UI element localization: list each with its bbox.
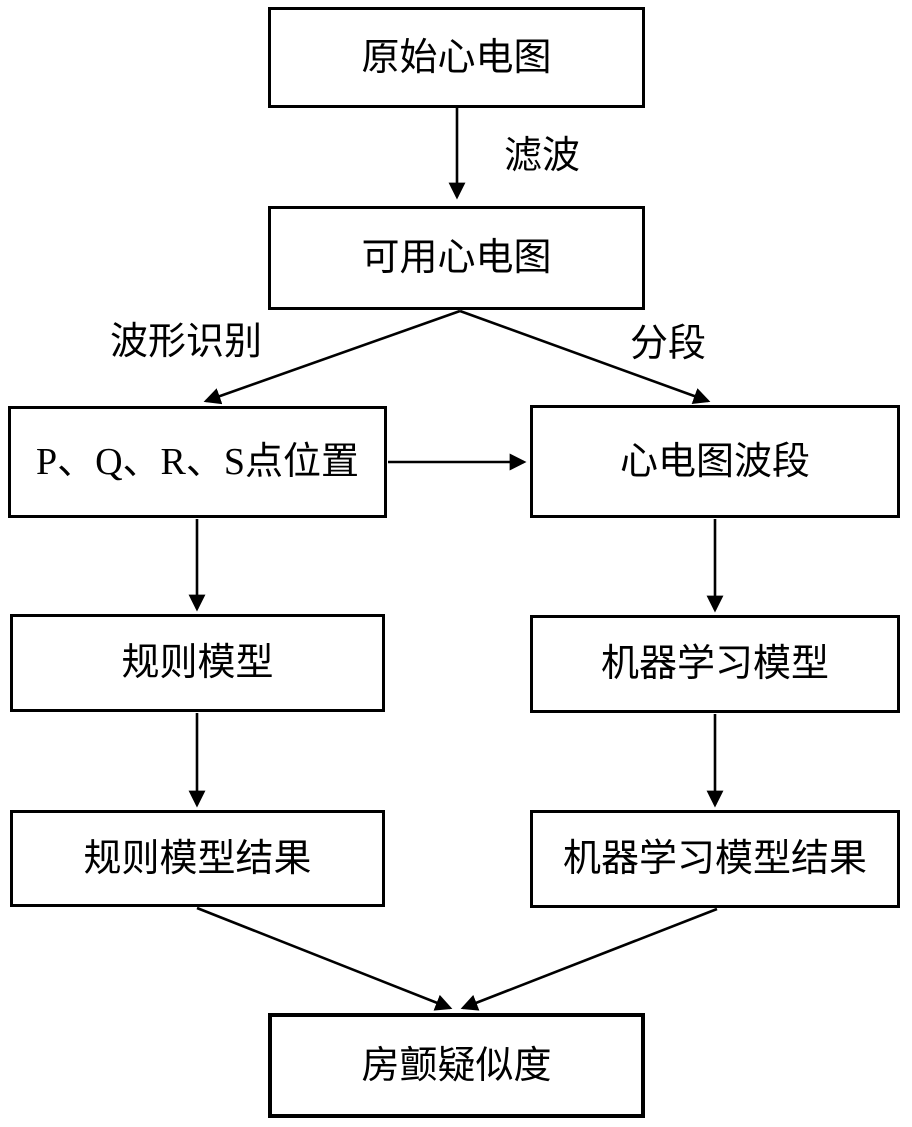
node-usable-ecg: 可用心电图 bbox=[268, 206, 645, 310]
node-ml-model: 机器学习模型 bbox=[530, 615, 900, 713]
node-usable-ecg-label: 可用心电图 bbox=[361, 237, 552, 279]
node-rule-model: 规则模型 bbox=[10, 614, 385, 712]
node-ml-model-result: 机器学习模型结果 bbox=[530, 810, 900, 908]
node-af-suspicion-label: 房颤疑似度 bbox=[361, 1044, 552, 1087]
node-ecg-segments-label: 心电图波段 bbox=[619, 440, 810, 483]
node-ml-model-result-label: 机器学习模型结果 bbox=[562, 838, 867, 880]
node-pqrs-positions: P、Q、R、S点位置 bbox=[8, 406, 387, 518]
node-af-suspicion: 房颤疑似度 bbox=[268, 1013, 645, 1118]
node-ecg-segments: 心电图波段 bbox=[530, 405, 900, 518]
edge-label-segmentation: 分段 bbox=[630, 323, 707, 365]
node-rule-model-result-label: 规则模型结果 bbox=[83, 837, 312, 880]
node-pqrs-positions-label: P、Q、R、S点位置 bbox=[35, 441, 360, 483]
arrow-waveform-recognition bbox=[203, 309, 461, 405]
node-original-ecg: 原始心电图 bbox=[268, 7, 645, 108]
node-rule-model-result: 规则模型结果 bbox=[10, 810, 385, 907]
node-original-ecg-label: 原始心电图 bbox=[361, 36, 552, 79]
node-rule-model-label: 规则模型 bbox=[121, 642, 274, 684]
arrow-segmentation bbox=[459, 309, 711, 405]
edge-label-filter: 滤波 bbox=[504, 135, 581, 177]
arrow-ml-result-to-af bbox=[460, 907, 718, 1011]
node-ml-model-label: 机器学习模型 bbox=[600, 643, 829, 685]
arrow-rule-result-to-af bbox=[196, 906, 453, 1011]
edge-label-waveform-recognition: 波形识别 bbox=[110, 321, 263, 363]
